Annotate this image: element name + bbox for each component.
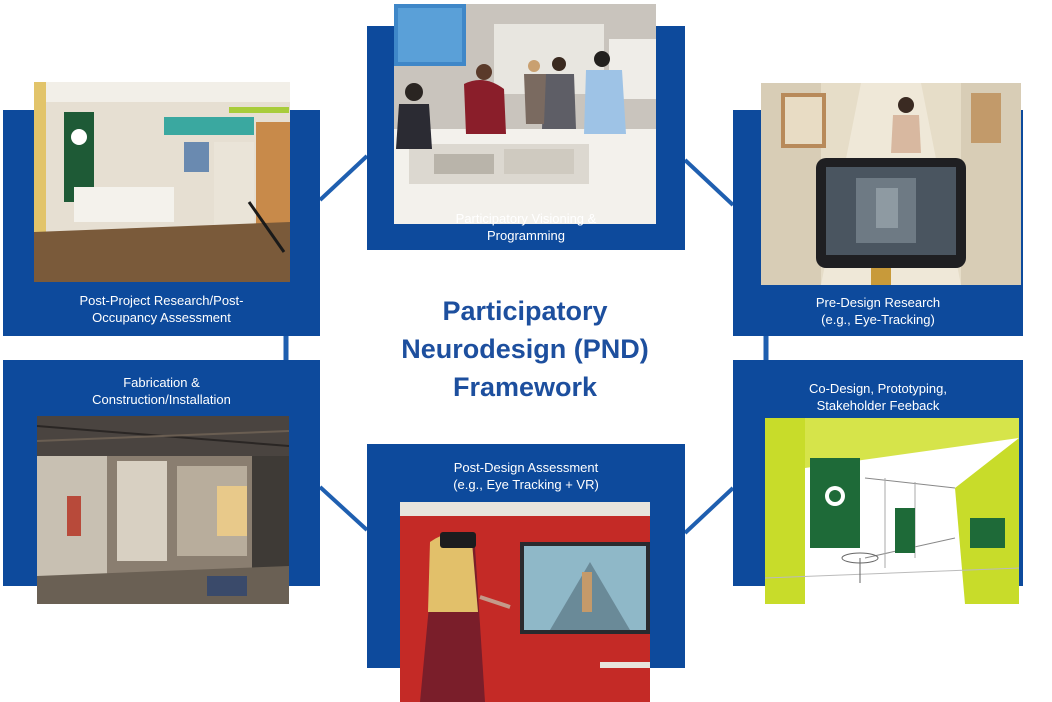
stage-label: Fabrication & Construction/Installation (92, 375, 231, 407)
vr-headset-photo (400, 502, 650, 702)
connector-postproject-to-visioning (318, 154, 369, 202)
construction-site-photo (37, 416, 289, 604)
stage-label: Participatory Visioning & Programming (455, 211, 597, 243)
connector-postdesign-to-fabrication (318, 485, 369, 532)
stage-label: Post-Design Assessment (e.g., Eye Tracki… (453, 460, 599, 492)
stage-post-design-assessment: Post-Design Assessment (e.g., Eye Tracki… (367, 444, 685, 702)
stage-label: Pre-Design Research (e.g., Eye-Tracking) (815, 295, 941, 327)
completed-lobby-photo (34, 82, 290, 282)
stage-fabrication: Fabrication & Construction/Installation (3, 360, 320, 604)
stage-label: Co-Design, Prototyping, Stakeholder Feeb… (808, 381, 947, 413)
eye-tracking-tablet-photo (761, 83, 1021, 285)
stage-post-project-research: Post-Project Research/Post- Occupancy As… (3, 82, 320, 336)
stage-label: Post-Project Research/Post- Occupancy As… (79, 293, 244, 325)
workshop-photo (394, 4, 656, 224)
connector-codesign-to-postdesign (683, 486, 735, 535)
framework-title: Participatory Neurodesign (PND) Framewor… (401, 296, 649, 402)
stage-pre-design-research: Pre-Design Research (e.g., Eye-Tracking) (733, 83, 1023, 336)
rendering-sketch-photo (765, 418, 1019, 604)
stage-participatory-visioning: Participatory Visioning & Programming (367, 4, 685, 250)
connector-visioning-to-predesign (683, 158, 735, 207)
stage-co-design: Co-Design, Prototyping, Stakeholder Feeb… (733, 360, 1023, 604)
